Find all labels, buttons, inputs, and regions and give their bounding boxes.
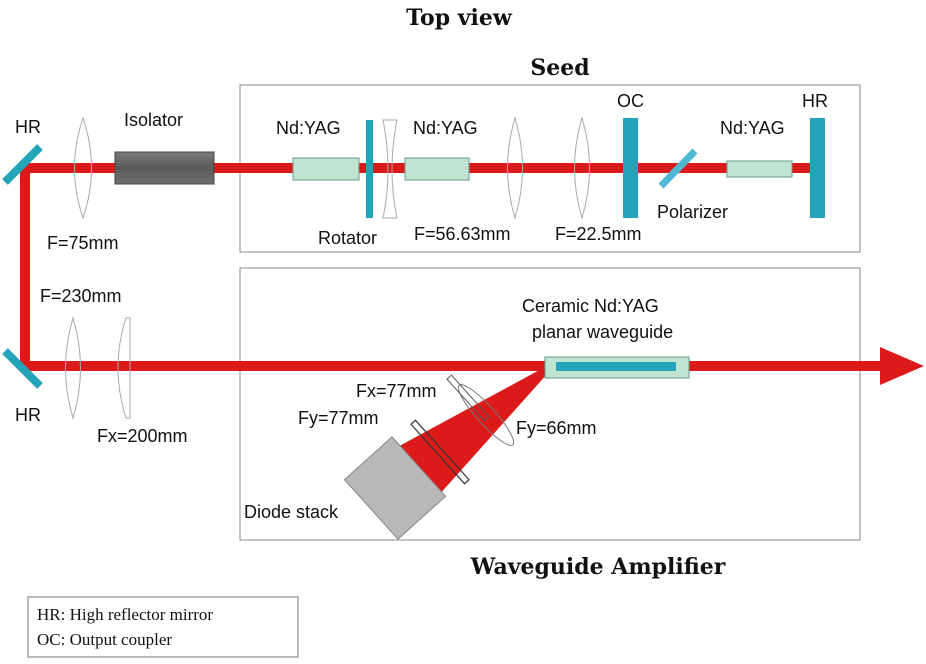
nd-yag-crystal-3 — [726, 160, 793, 178]
label-nd-yag-2: Nd:YAG — [413, 118, 478, 138]
diode-stack-block — [343, 436, 447, 540]
hr-mirror-seed — [810, 118, 825, 218]
label-nd-yag-1: Nd:YAG — [276, 118, 341, 138]
legend-oc: OC: Output coupler — [37, 630, 172, 649]
lens-concave — [382, 119, 398, 219]
beam-vertical-segment — [20, 163, 30, 370]
label-ceramic-line2: planar waveguide — [532, 322, 673, 342]
label-fy66: Fy=66mm — [516, 418, 597, 438]
label-rotator: Rotator — [318, 228, 377, 248]
lens-f225 — [574, 116, 590, 220]
seed-section-title: Seed — [530, 55, 589, 81]
label-f75: F=75mm — [47, 233, 119, 253]
legend-hr: HR: High reflector mirror — [37, 605, 213, 624]
laser-beam — [20, 163, 924, 496]
lens-fy66 — [457, 384, 515, 446]
lens-f5663 — [507, 116, 523, 220]
isolator-block — [114, 151, 215, 185]
label-f5663: F=56.63mm — [414, 224, 511, 244]
nd-yag-crystal-2 — [404, 157, 470, 181]
hr-mirror-bottom — [2, 348, 43, 389]
lens-f75 — [74, 116, 92, 220]
diagram-title: Top view — [406, 5, 513, 31]
label-hr-top: HR — [15, 117, 41, 137]
label-f230: F=230mm — [40, 286, 122, 306]
lens-f230 — [65, 316, 81, 420]
label-oc: OC — [617, 91, 644, 111]
polarizer-plate — [658, 148, 698, 189]
label-f225: F=22.5mm — [555, 224, 642, 244]
amplifier-section-title: Waveguide Amplifier — [470, 554, 726, 580]
label-hr-seed: HR — [802, 91, 828, 111]
label-fy77: Fy=77mm — [298, 408, 379, 428]
label-isolator: Isolator — [124, 110, 183, 130]
label-polarizer: Polarizer — [657, 202, 728, 222]
hr-mirror-top — [2, 144, 43, 185]
nd-yag-crystal-1 — [292, 157, 360, 181]
waveguide-core — [556, 362, 676, 371]
rotator-plate — [366, 120, 373, 218]
label-nd-yag-3: Nd:YAG — [720, 118, 785, 138]
lens-fx77 — [446, 374, 490, 422]
label-fx77: Fx=77mm — [356, 381, 437, 401]
label-hr-bottom: HR — [15, 405, 41, 425]
label-fx200: Fx=200mm — [97, 426, 188, 446]
oc-mirror — [623, 118, 638, 218]
lens-fy77 — [410, 419, 470, 485]
label-diode-stack: Diode stack — [244, 502, 339, 522]
label-ceramic-line1: Ceramic Nd:YAG — [522, 296, 659, 316]
pump-beam — [392, 367, 548, 496]
output-arrowhead — [880, 347, 924, 385]
amplifier-box — [239, 267, 861, 541]
beam-bottom-segment — [20, 361, 886, 371]
lens-fx200 — [117, 317, 131, 419]
legend-box — [27, 596, 299, 658]
